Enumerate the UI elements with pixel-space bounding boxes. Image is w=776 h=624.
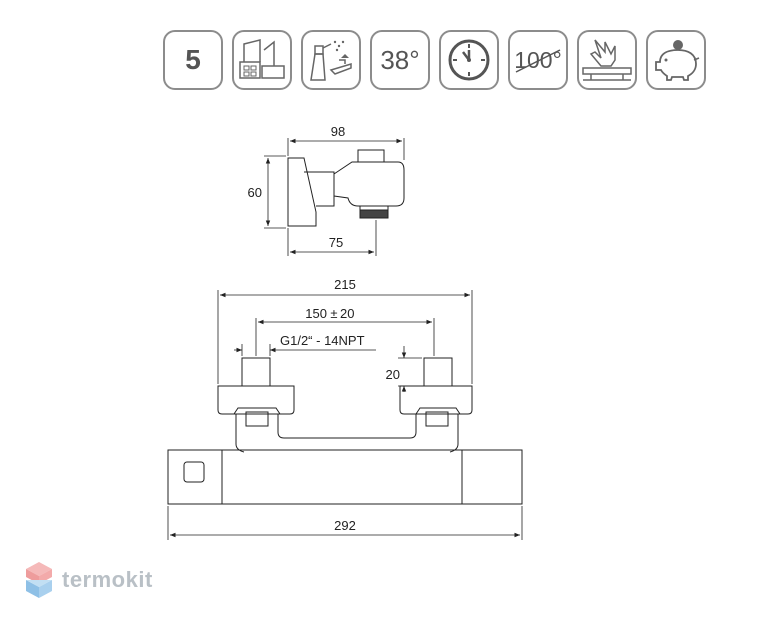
side-handle <box>333 161 405 207</box>
front-view <box>167 357 523 505</box>
dim-body-length: 292 <box>334 518 356 533</box>
right-nut <box>425 411 449 427</box>
cleaning-spray-icon <box>301 30 361 90</box>
right-connector <box>423 357 453 387</box>
side-body <box>304 171 335 207</box>
right-flange <box>399 385 473 415</box>
bridge <box>277 431 417 439</box>
dim-center-distance: 150 <box>305 306 327 321</box>
front-dimensions <box>167 290 523 540</box>
left-flange <box>217 385 295 415</box>
dim-side-depth: 75 <box>329 235 343 250</box>
left-connector <box>241 357 271 387</box>
dim-plus-minus: ± <box>330 306 337 321</box>
strike-line <box>515 49 561 73</box>
dim-center-tolerance: 20 <box>340 306 354 321</box>
temperature-badge: 38° <box>370 30 430 90</box>
dim-total-width: 215 <box>334 277 356 292</box>
side-view <box>287 149 405 227</box>
logo-cube-icon <box>26 562 52 598</box>
warranty-badge: 5 <box>163 30 223 90</box>
temperature-value: 38° <box>380 44 420 75</box>
main-body <box>167 449 523 505</box>
safe-touch-icon <box>577 30 637 90</box>
dim-connector-height: 20 <box>386 367 400 382</box>
warranty-years: 5 <box>185 44 201 75</box>
side-cap <box>357 149 385 163</box>
side-thread <box>359 209 389 219</box>
side-dimensions <box>264 138 405 256</box>
termokit-logo: termokit <box>24 560 153 600</box>
max-temperature-badge: 100° <box>508 30 568 90</box>
dim-thread: G1/2“ - 14NPT <box>280 333 365 348</box>
bathtub-icon <box>232 30 292 90</box>
dim-side-height: 60 <box>248 185 262 200</box>
side-wall-plate <box>287 157 317 227</box>
dim-side-width: 98 <box>331 124 345 139</box>
clock-icon <box>439 30 499 90</box>
left-nut <box>245 411 269 427</box>
control-button <box>183 461 205 483</box>
logo-text: termokit <box>62 567 153 592</box>
piggy-bank-icon <box>646 30 706 90</box>
